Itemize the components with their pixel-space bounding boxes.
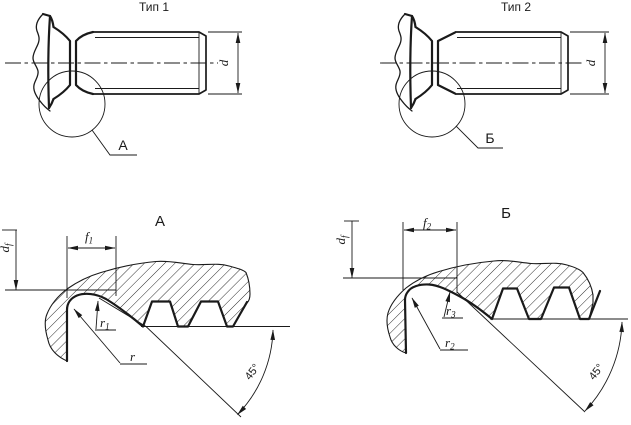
- type1-neck-groove: [52, 25, 95, 101]
- type2-head-edge: [409, 14, 414, 110]
- detail-a-runout-profile: [65, 292, 249, 363]
- type2-detail-circle: [398, 70, 466, 138]
- detail-a-angle-line: [98, 297, 242, 418]
- type2-callout-label: Б: [485, 130, 494, 146]
- detail-a-angle-label: 45°: [243, 362, 263, 383]
- view-type1: Тип 1 А d: [5, 0, 242, 156]
- detail-a-r-label: r: [130, 349, 136, 364]
- detail-a-title: А: [155, 213, 165, 230]
- type1-diameter-label: d: [216, 59, 231, 66]
- detail-b-angle-label: 45°: [587, 362, 607, 383]
- detail-b-r2-leader: [411, 297, 441, 350]
- detail-a-r1-label: r1: [100, 315, 110, 332]
- detail-a-angle-arc: [237, 329, 276, 415]
- type2-title: Тип 2: [501, 0, 531, 14]
- type1-shank-outline: [93, 31, 207, 95]
- type2-callout-leader: [455, 125, 503, 149]
- detail-b: Б 45° df f2 r3 r2: [333, 205, 628, 413]
- detail-b-f-extension-lines: [402, 222, 458, 293]
- detail-b-df-label: df: [333, 234, 350, 245]
- detail-b-r3-label: r3: [446, 303, 456, 320]
- type2-head-corner: [403, 12, 417, 29]
- type2-extension-lines: [570, 31, 609, 95]
- type2-break-line: [394, 13, 413, 112]
- type1-title: Тип 1: [139, 0, 169, 14]
- type2-shank-outline: [455, 31, 569, 95]
- detail-a-f-extension-lines: [66, 236, 117, 298]
- detail-a-df-label: df: [0, 242, 14, 253]
- detail-b-r2-label: r2: [445, 335, 455, 352]
- detail-b-angle-line: [456, 291, 586, 413]
- detail-a-r-leader: [73, 308, 121, 364]
- detail-a-f-label: f1: [85, 229, 93, 246]
- detail-a: А 45° df f1 r1 r: [0, 213, 290, 418]
- detail-b-title: Б: [501, 205, 511, 222]
- type1-thread-lines: [95, 37, 199, 89]
- type1-detail-circle: [38, 70, 106, 138]
- detail-a-r1-leader: [94, 300, 100, 330]
- type1-callout-label: А: [118, 137, 128, 153]
- type2-neck-groove: [414, 25, 457, 101]
- detail-b-hatched-section: [386, 260, 594, 354]
- type1-callout-leader: [91, 129, 137, 156]
- type1-head-edge: [47, 14, 52, 110]
- detail-b-angle-arc: [584, 321, 624, 412]
- view-type2: Тип 2 Б d: [380, 0, 609, 149]
- detail-b-runout-profile: [403, 283, 602, 355]
- type1-extension-lines: [208, 31, 242, 95]
- detail-b-r3-leader: [443, 291, 451, 318]
- detail-b-f-label: f2: [423, 215, 432, 232]
- type2-diameter-label: d: [583, 59, 598, 66]
- type2-thread-lines: [457, 37, 561, 89]
- type1-head-corner: [41, 12, 55, 29]
